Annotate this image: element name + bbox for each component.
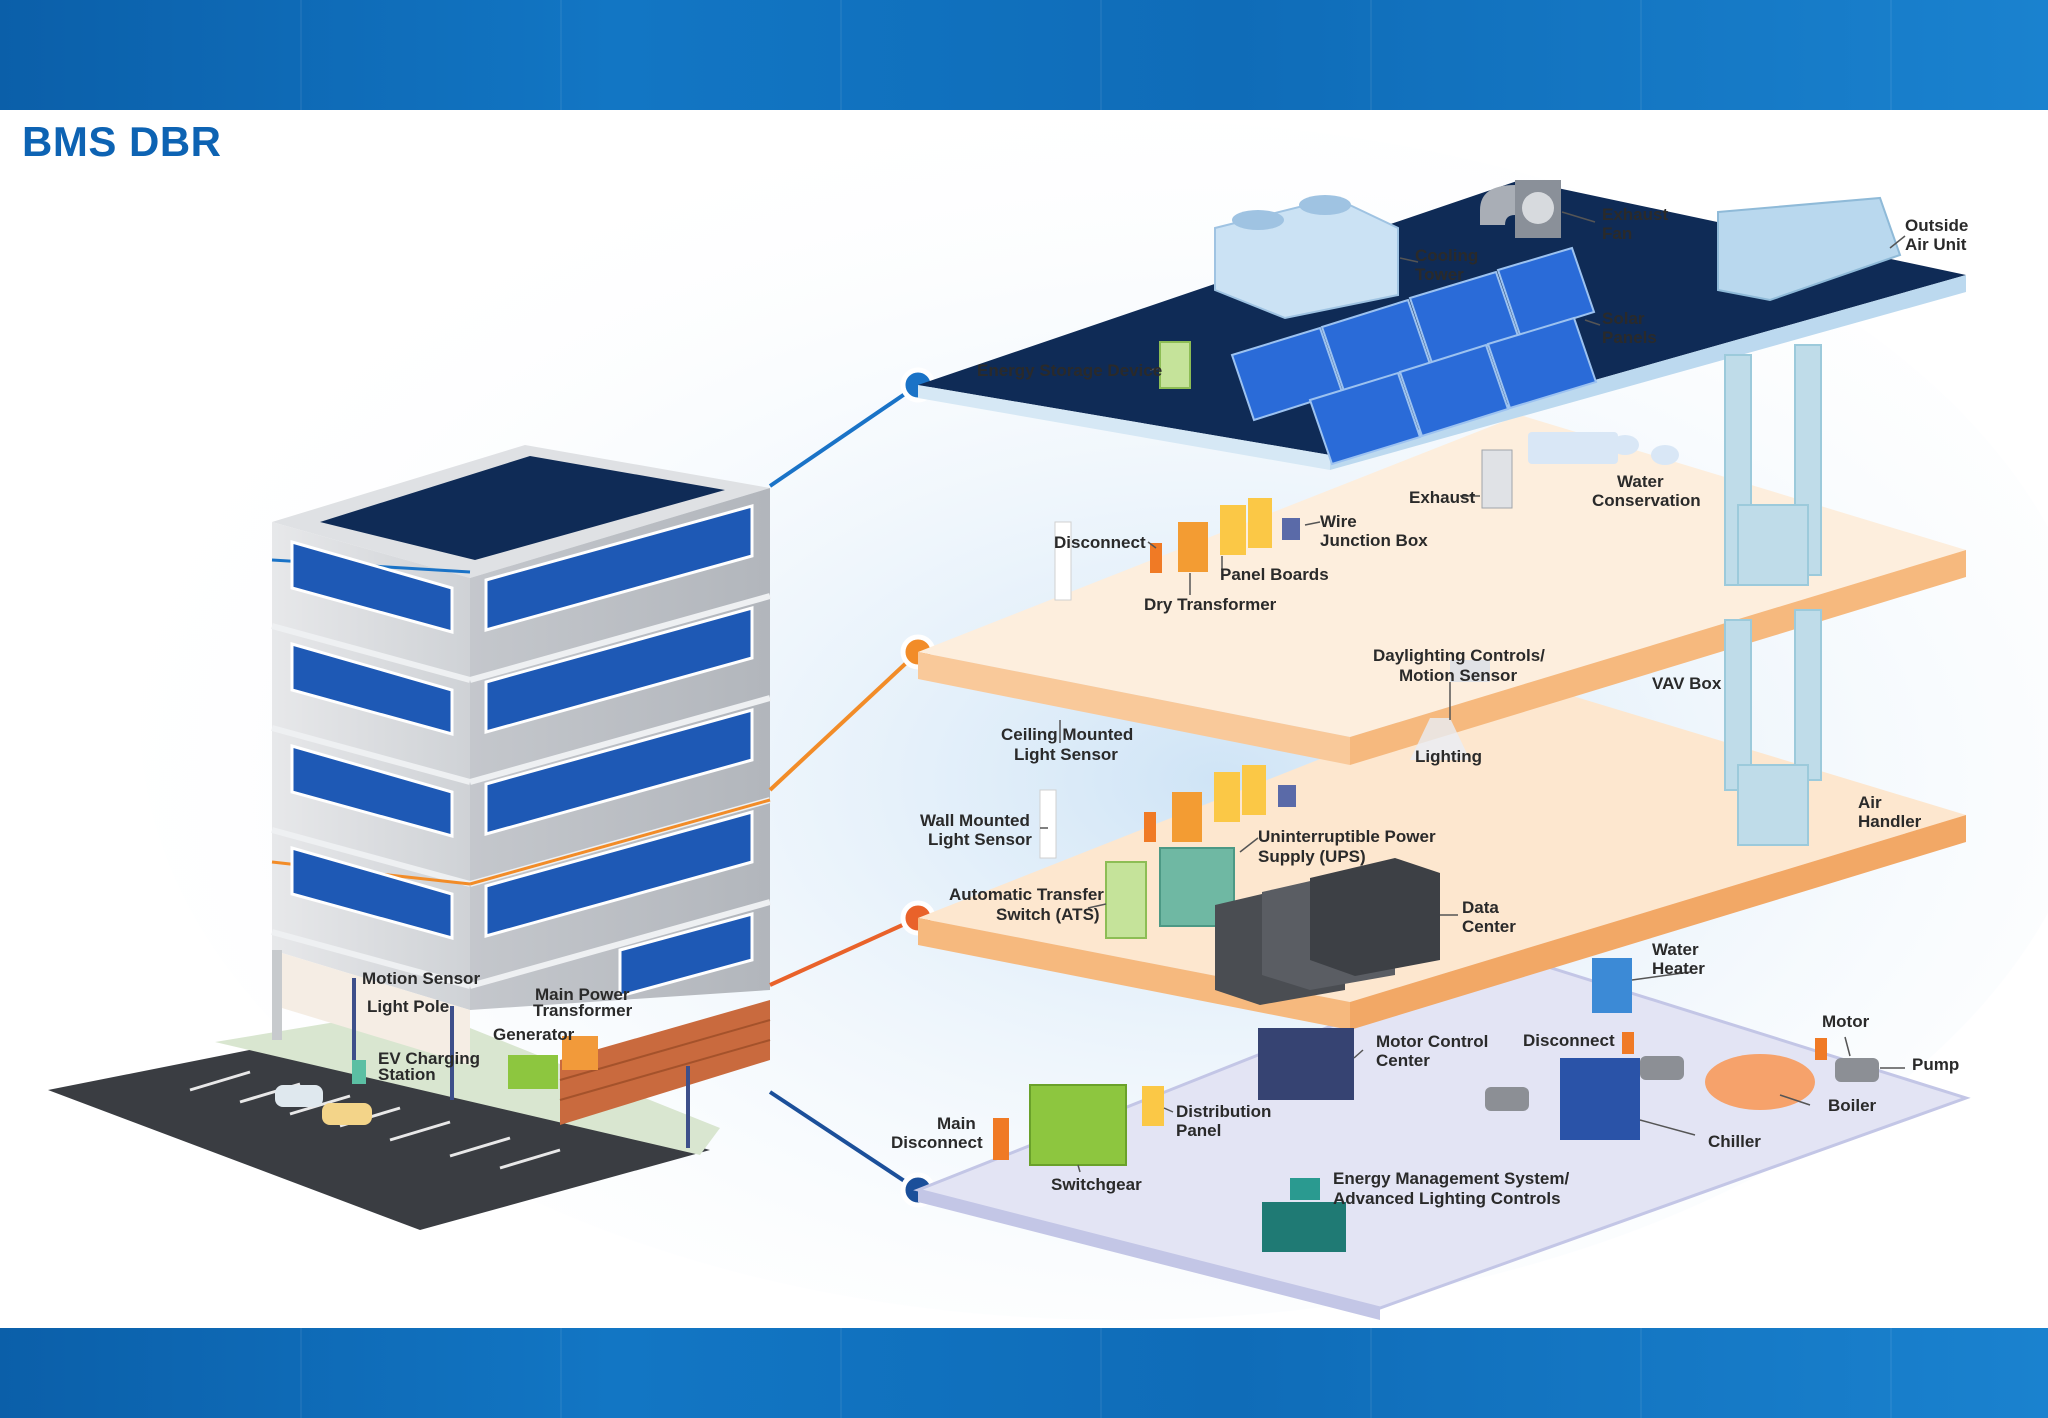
air-handler-ducts [1724,344,1822,846]
page-title: BMS DBR [22,118,222,165]
data-center-racks [1215,858,1440,1005]
dry-transformer-box [1178,522,1208,572]
label-exhaust: Exhaust [1409,488,1475,507]
ems-desk [1262,1202,1346,1252]
floor-connectors [768,383,920,1192]
generator-box [508,1055,558,1089]
label-chiller: Chiller [1708,1132,1761,1151]
pump-middle [1640,1056,1684,1080]
motor-control-center-box [1258,1028,1354,1100]
lower-floor-equipment [1039,660,1490,1005]
car-white [275,1085,323,1107]
motor-pump [1835,1058,1879,1082]
junction-box [1282,518,1300,540]
upper-floor-slab [918,415,1966,737]
vav-box [1450,660,1490,682]
energy-storage-device [1159,341,1191,389]
disconnect-switch-upper [1150,543,1162,573]
label-disconnect-bottom: Disconnect [1523,1031,1615,1050]
water-heater-box [1592,958,1632,1013]
main-disconnect-box [993,1118,1009,1160]
label-pump: Pump [1912,1055,1959,1074]
label-lighting: Lighting [1415,747,1482,766]
label-light-pole: Light Pole [367,997,449,1016]
ev-charger-box [352,1060,366,1084]
pump-left [1485,1087,1529,1111]
office-building [271,445,771,1148]
boiler-tank [1705,1054,1815,1110]
chiller-box [1560,1058,1640,1140]
label-switchgear: Switchgear [1051,1175,1142,1194]
switchgear [1029,1084,1127,1166]
transformer-box [562,1036,598,1070]
panel-board-2 [1248,498,1272,548]
parking-lot [48,1008,720,1230]
outside-air-unit [1717,196,1902,302]
light-fixture [1410,718,1470,760]
label-boiler: Boiler [1828,1096,1877,1115]
wall-panel-upper [1054,521,1072,601]
label-generator: Generator [493,1025,575,1044]
label-disconnect-top: Disconnect [1054,533,1146,552]
label-energy-management-system: Energy Management System/Advanced Lighti… [1333,1169,1569,1208]
solar-panels [1230,246,1598,466]
label-motor: Motor [1822,1012,1870,1031]
label-dry-transformer: Dry Transformer [1144,595,1277,614]
exhaust-unit [1481,449,1513,509]
upper-floor-equipment [1054,432,1679,601]
building-roof [320,456,725,560]
panel-board-1 [1220,505,1246,555]
header-band [0,0,2048,110]
air-handler-unit [1737,764,1809,846]
footer-band [0,1328,2048,1418]
pointer-lines [1040,211,1906,1173]
label-motion-sensor: Motion Sensor [362,969,480,988]
label-vav-box: VAV Box [1652,674,1722,693]
car-yellow [322,1103,372,1125]
ats-cabinet [1105,861,1147,939]
distribution-panel-box [1142,1086,1164,1126]
water-fixtures [1528,432,1679,465]
label-panel-boards: Panel Boards [1220,565,1329,584]
ems-monitor [1290,1178,1320,1200]
label-energy-storage-device: Energy Storage Device [977,361,1162,380]
roof-equipment [1159,180,1902,466]
label-daylighting-controls: Daylighting Controls/Motion Sensor [1373,646,1545,685]
wall-panel-lower [1039,789,1057,859]
